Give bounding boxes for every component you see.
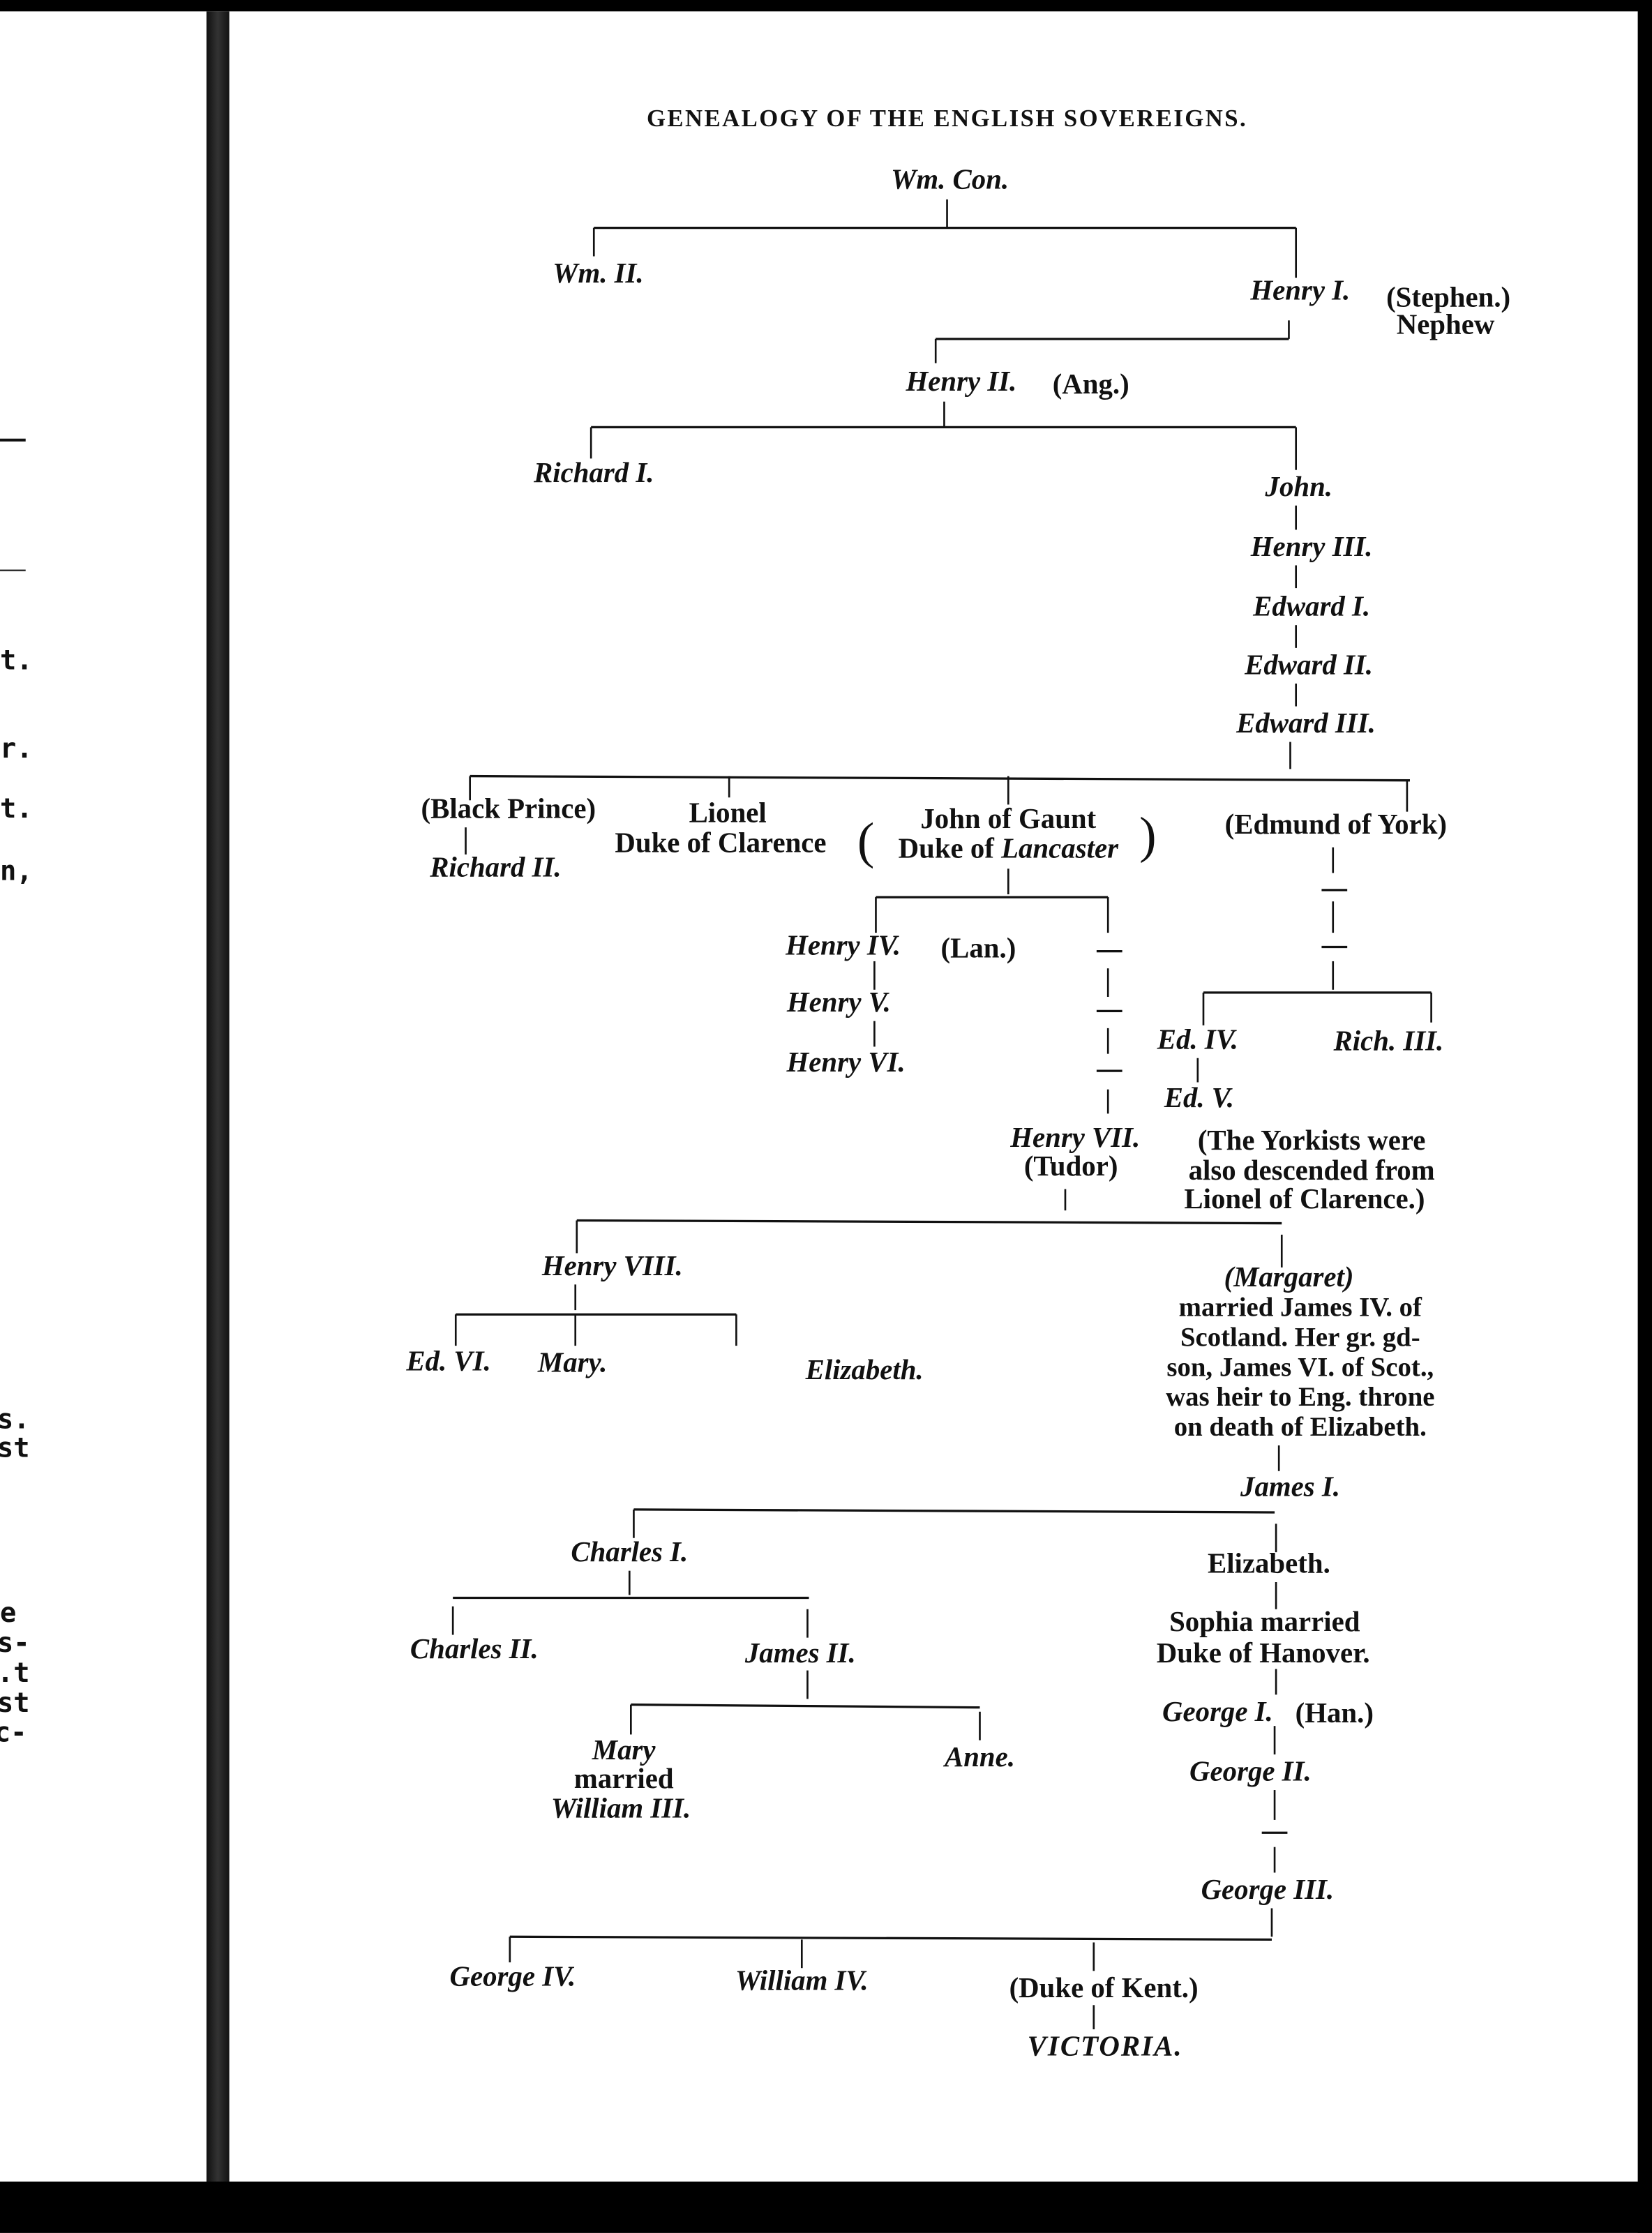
margaret-note-line: son, James VI. of Scot., [1166, 1353, 1434, 1383]
yorkists-note-line: (The Yorkists were [1197, 1125, 1426, 1157]
person-stephen: (Stephen.) [1386, 283, 1511, 314]
left-page-rule [0, 438, 26, 442]
lionel-title: Duke of Clarence [615, 827, 827, 859]
person-ed-iv: Ed. IV. [1157, 1024, 1238, 1056]
person-sophia: Sophia married [1169, 1607, 1360, 1639]
person-victoria: VICTORIA. [1027, 2031, 1183, 2063]
margaret-note-line: Scotland. Her gr. gd- [1180, 1323, 1420, 1353]
close-bracket: ) [1139, 806, 1157, 864]
book-gutter [206, 11, 230, 2190]
person-henry-v: Henry V. [786, 987, 891, 1019]
person-edward-ii: Edward II. [1245, 649, 1373, 682]
fragment-text: s. [0, 1404, 30, 1436]
person-richard-i: Richard I. [534, 458, 654, 490]
connector-line [509, 1935, 1272, 1941]
scan-border-right [1637, 0, 1652, 2233]
person-anne: Anne. [944, 1742, 1015, 1774]
house-tudor: (Tudor) [1023, 1151, 1118, 1183]
gaunt-title: Duke of Lancaster [899, 835, 1118, 864]
person-james-i: James I. [1240, 1471, 1340, 1503]
connector-line [633, 1508, 1275, 1514]
person-henry-vii: Henry VII. [1010, 1122, 1141, 1155]
fragment-text: c- [0, 1717, 27, 1749]
yorkists-note-line: Lionel of Clarence.) [1184, 1184, 1425, 1216]
scan-border-bottom [0, 2181, 1652, 2233]
person-henry-ii: Henry II. [906, 366, 1017, 398]
person-william-iii: William III. [550, 1793, 691, 1825]
person-black-prince: (Black Prince) [421, 793, 596, 825]
sophia-note: Duke of Hanover. [1156, 1638, 1370, 1670]
fragment-text: st [0, 1432, 30, 1464]
margaret-note-line: married James IV. of [1178, 1293, 1422, 1323]
mary-ii-note: married [573, 1764, 674, 1795]
person-henry-vi: Henry VI. [786, 1047, 906, 1079]
fragment-text: e [0, 1597, 17, 1630]
gaunt-title-prefix: Duke of [898, 834, 994, 865]
connector-line [470, 774, 1410, 782]
person-ed-vi: Ed. VI. [406, 1346, 491, 1378]
person-george-iii: George III. [1201, 1874, 1335, 1907]
margaret-note-line: was heir to Eng. throne [1166, 1383, 1435, 1413]
page-title: GENEALOGY OF THE ENGLISH SOVEREIGNS. [646, 105, 1248, 133]
person-richard-ii: Richard II. [430, 852, 562, 884]
left-page-rule [0, 569, 26, 571]
fragment-text: t. [0, 793, 33, 825]
person-wm-con: Wm. Con. [891, 164, 1009, 196]
person-lionel: Lionel [689, 798, 767, 829]
stephen-relation: Nephew [1396, 309, 1495, 341]
fragment-text: t. [0, 645, 33, 677]
person-george-ii: George II. [1189, 1756, 1312, 1788]
person-duke-of-kent: (Duke of Kent.) [1009, 1973, 1199, 2005]
person-wm-ii: Wm. II. [553, 258, 644, 290]
person-john-of-gaunt: John of Gaunt [920, 804, 1097, 836]
fragment-text: s- [0, 1627, 30, 1660]
person-rich-iii: Rich. III. [1333, 1025, 1444, 1058]
scan-border-top [0, 0, 1652, 12]
person-mary-ii: Mary [592, 1735, 656, 1767]
fragment-text: n, [0, 855, 33, 887]
person-henry-viii: Henry VIII. [541, 1251, 683, 1283]
person-george-i: George I. [1162, 1697, 1273, 1729]
person-charles-ii: Charles II. [410, 1634, 539, 1666]
person-henry-iv: Henry IV. [786, 930, 901, 962]
person-charles-i: Charles I. [571, 1537, 689, 1569]
person-henry-iii: Henry III. [1250, 532, 1373, 564]
person-john: John. [1265, 472, 1332, 504]
connector-line [576, 1219, 1282, 1225]
person-edmund-of-york: (Edmund of York) [1224, 809, 1448, 841]
open-bracket: ( [857, 812, 875, 870]
person-william-iv: William IV. [735, 1965, 869, 1997]
person-margaret: (Margaret) [1224, 1262, 1354, 1294]
house-hanover: (Han.) [1295, 1698, 1374, 1730]
person-elizabeth-of-bohemia: Elizabeth. [1207, 1548, 1330, 1580]
fragment-text: .t [0, 1657, 30, 1690]
person-elizabeth-i: Elizabeth. [805, 1355, 924, 1387]
person-edward-i: Edward I. [1253, 591, 1371, 623]
gaunt-title-lancaster: Lancaster [1001, 834, 1118, 865]
person-edward-iii: Edward III. [1236, 708, 1376, 740]
house-anjou: (Ang.) [1052, 369, 1129, 401]
person-george-iv: George IV. [449, 1961, 576, 1993]
margaret-note-line: on death of Elizabeth. [1173, 1413, 1427, 1443]
fragment-text: st [0, 1687, 30, 1719]
connector-line [631, 1703, 980, 1709]
person-mary-i: Mary. [537, 1347, 608, 1379]
person-ed-v: Ed. V. [1164, 1083, 1234, 1115]
fragment-text: r. [0, 733, 33, 765]
person-henry-i: Henry I. [1250, 275, 1351, 307]
yorkists-note-line: also descended from [1188, 1155, 1435, 1187]
person-james-ii: James II. [744, 1638, 856, 1670]
house-lancaster: (Lan.) [940, 933, 1016, 965]
